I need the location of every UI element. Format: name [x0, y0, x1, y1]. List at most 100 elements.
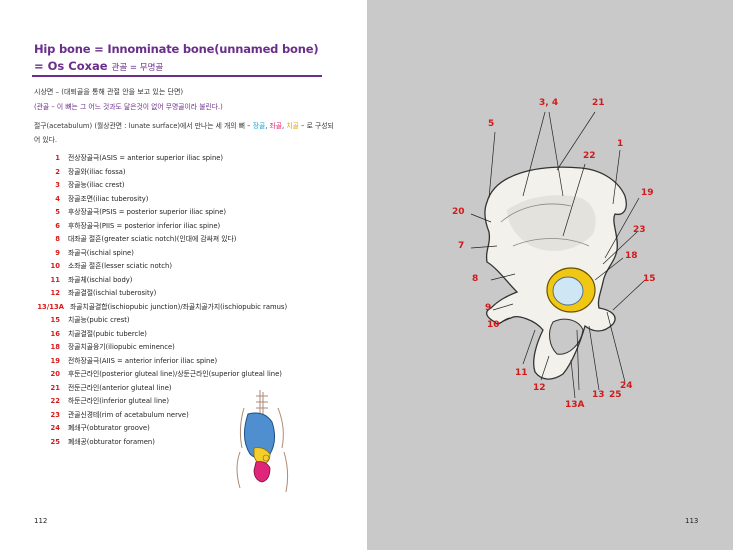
label-5: 5	[488, 119, 494, 129]
item-number: 18	[34, 343, 60, 351]
label-19: 19	[641, 188, 654, 198]
subtitle-korean: 관골 = 무명골	[112, 63, 164, 73]
label-24: 24	[620, 381, 633, 391]
item-number: 19	[34, 357, 60, 365]
item-text: 폐쇄공(obturator foramen)	[68, 438, 155, 446]
label-23: 23	[633, 225, 646, 235]
item-number: 8	[34, 235, 60, 243]
item-number: 13/13A	[34, 303, 64, 311]
item-text: 전하장골극(AIIS = anterior inferior iliac spi…	[68, 357, 217, 365]
list-item: 16 치골결절(pubic tubercle)	[34, 328, 287, 342]
intro-paragraph: 절구(acetabulum) (월상관면 : lunate surface)에서…	[34, 119, 334, 147]
list-item: 2 장골와(iliac fossa)	[34, 166, 287, 180]
note-text: (관골 – 이 뼈는 그 어느 것과도 닮은것이 없어 무명골이라 불린다.)	[34, 101, 223, 111]
item-number: 22	[34, 397, 60, 405]
item-text: 전둔근라인(anterior gluteal line)	[68, 384, 172, 392]
para-pubis: 치골	[286, 122, 299, 130]
item-text: 후하장골극(PIIS = posterior inferior iliac sp…	[68, 222, 220, 230]
page-title: Hip bone = Innominate bone(unnamed bone)	[34, 42, 318, 56]
list-item: 10 소좌골 절흔(lesser sciatic notch)	[34, 260, 287, 274]
para-ilium: 장골	[253, 122, 266, 130]
page-number: 113	[685, 517, 698, 525]
leader-line	[571, 360, 575, 398]
item-number: 25	[34, 438, 60, 446]
leader-line	[607, 312, 625, 382]
item-text: 장골와(iliac fossa)	[68, 168, 126, 176]
list-item: 18 장골치골융기(iliopubic eminence)	[34, 341, 287, 355]
title-rule	[32, 75, 322, 77]
leader-line	[557, 112, 595, 170]
subtitle-latin: = Os Coxae	[34, 59, 108, 73]
label-8: 8	[472, 274, 478, 284]
label-13a: 13A	[565, 400, 585, 410]
item-text: 치골능(pubic crest)	[68, 316, 130, 324]
leader-line	[613, 280, 645, 310]
label-11: 11	[515, 368, 528, 378]
item-number: 16	[34, 330, 60, 338]
left-page: Hip bone = Innominate bone(unnamed bone)…	[0, 0, 367, 550]
label-15: 15	[643, 274, 656, 284]
label-9: 9	[485, 303, 491, 313]
item-number: 12	[34, 289, 60, 297]
hip-bone-illustration	[367, 0, 733, 550]
label-13: 13	[592, 390, 605, 400]
item-number: 2	[34, 168, 60, 176]
page-number: 112	[34, 517, 47, 525]
item-text: 하둔근라인(inferior gluteal line)	[68, 397, 169, 405]
item-number: 6	[34, 222, 60, 230]
list-item: 20 후둔근라인(posterior gluteal line)/상둔근라인(su…	[34, 368, 287, 382]
list-item: 15 치골능(pubic crest)	[34, 314, 287, 328]
item-number: 23	[34, 411, 60, 419]
item-number: 15	[34, 316, 60, 324]
list-item: 1 전상장골극(ASIS = anterior superior iliac sp…	[34, 152, 287, 166]
list-item: 3 장골능(iliac crest)	[34, 179, 287, 193]
item-number: 24	[34, 424, 60, 432]
item-text: 장골치골융기(iliopubic eminence)	[68, 343, 175, 351]
leader-line	[589, 326, 599, 390]
right-page: 3, 4 21 5 1 22 19 20 23 7 18 8 15 9 10 1…	[367, 0, 733, 550]
item-text: 좌골체(ischial body)	[68, 276, 132, 284]
item-text: 좌골치골결합(ischiopubic junction)/좌골치골가지(isch…	[70, 303, 287, 311]
item-number: 4	[34, 195, 60, 203]
item-number: 11	[34, 276, 60, 284]
pelvis-thumbnail	[230, 388, 300, 498]
item-text: 전상장골극(ASIS = anterior superior iliac spi…	[68, 154, 223, 162]
list-item: 6 후하장골극(PIIS = posterior inferior iliac s…	[34, 220, 287, 234]
item-number: 3	[34, 181, 60, 189]
label-1: 1	[617, 139, 623, 149]
item-text: 폐쇄구(obturator groove)	[68, 424, 150, 432]
label-3-4: 3, 4	[539, 98, 558, 108]
item-text: 좌골극(ischial spine)	[68, 249, 134, 257]
leader-line	[523, 330, 535, 364]
item-text: 치골결절(pubic tubercle)	[68, 330, 147, 338]
list-item: 11 좌골체(ischial body)	[34, 274, 287, 288]
item-text: 소좌골 절흔(lesser sciatic notch)	[68, 262, 172, 270]
label-12: 12	[533, 383, 546, 393]
list-item: 4 장골조면(iliac tuberosity)	[34, 193, 287, 207]
list-item: 5후상장골극(PSIS = posterior superior iliac s…	[34, 206, 287, 220]
para-ischium: 좌골	[270, 122, 283, 130]
acetabulum-fossa	[553, 277, 583, 305]
label-10: 10	[487, 320, 500, 330]
label-21: 21	[592, 98, 605, 108]
item-text: 장골능(iliac crest)	[68, 181, 125, 189]
list-item: 12 좌골결절(ischial tuberosity)	[34, 287, 287, 301]
item-text: 대좌골 절흔(greater sciatic notch)(인대에 감싸져 있다…	[68, 235, 236, 243]
item-number: 5	[34, 208, 60, 216]
item-text: 후둔근라인(posterior gluteal line)/상둔근라인(supe…	[68, 370, 282, 378]
label-25: 25	[609, 390, 622, 400]
item-text: 장골조면(iliac tuberosity)	[68, 195, 148, 203]
item-number: 1	[34, 154, 60, 162]
list-item: 13/13A 좌골치골결합(ischiopubic junction)/좌골치골가…	[34, 301, 287, 315]
item-text: 좌골결절(ischial tuberosity)	[68, 289, 156, 297]
list-item: 19 전하장골극(AIIS = anterior inferior iliac s…	[34, 355, 287, 369]
item-text: 관골신경테(rim of acetabulum nerve)	[68, 411, 189, 419]
item-number: 20	[34, 370, 60, 378]
page-subtitle: = Os Coxae 관골 = 무명골	[34, 59, 163, 73]
label-22: 22	[583, 151, 596, 161]
list-item: 8 대좌골 절흔(greater sciatic notch)(인대에 감싸져 있…	[34, 233, 287, 247]
item-number: 10	[34, 262, 60, 270]
section-label: 시상면 – (대퇴골을 통해 관절 안을 보고 있는 단면)	[34, 87, 183, 97]
